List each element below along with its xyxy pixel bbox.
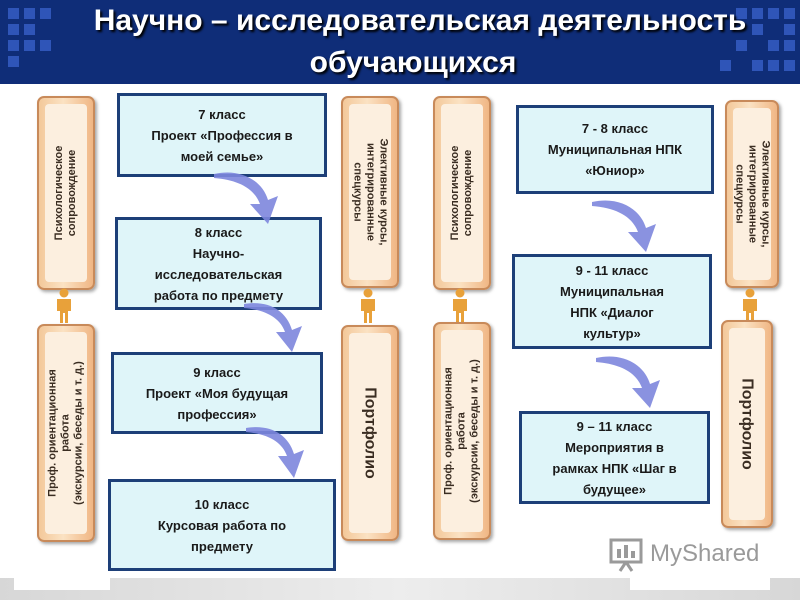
right-portfolio-label: Портфолио bbox=[738, 378, 756, 470]
left-electives-label: Элективные курсы, интегрированные спецку… bbox=[351, 138, 390, 246]
curved-arrow-icon bbox=[246, 427, 304, 478]
watermark-text: MyShared bbox=[650, 540, 760, 567]
left-electives-bar: Элективные курсы, интегрированные спецку… bbox=[341, 96, 399, 288]
right-grade7-8-box: 7 - 8 класс Муниципальная НПК «Юниор» bbox=[516, 105, 714, 194]
header-banner bbox=[0, 0, 800, 84]
right-electives-bar: Элективные курсы, интегрированные спецку… bbox=[725, 100, 779, 288]
myshared-logo: MyShared bbox=[606, 537, 766, 573]
left-grade10-box: 10 класс Курсовая работа по предмету bbox=[108, 479, 336, 571]
person-icon bbox=[57, 288, 71, 323]
left-career-work-label: Проф. ориентационная работа (экскурсии, … bbox=[46, 361, 85, 505]
right-portfolio-bar: Портфолио bbox=[721, 320, 773, 528]
left-grade8-box: 8 класс Научно- исследовательская работа… bbox=[115, 217, 322, 310]
title-line-1: Научно – исследовательская деятельность bbox=[93, 4, 747, 37]
footer-strip bbox=[0, 578, 800, 600]
left-portfolio-label: Портфолио bbox=[361, 387, 379, 479]
left-portfolio-bar: Портфолио bbox=[341, 325, 399, 541]
right-career-work-bar: Проф. ориентационная работа (экскурсии, … bbox=[433, 322, 491, 540]
left-career-work-bar: Проф. ориентационная работа (экскурсии, … bbox=[37, 324, 95, 542]
right-grade9-11-dialog-box: 9 - 11 класс Муниципальная НПК «Диалог к… bbox=[512, 254, 712, 349]
person-icon bbox=[743, 288, 757, 323]
curved-arrow-icon bbox=[596, 356, 660, 408]
left-grade9-box: 9 класс Проект «Моя будущая профессия» bbox=[111, 352, 323, 434]
right-grade9-11-step-box: 9 – 11 класс Мероприятия в рамках НПК «Ш… bbox=[519, 411, 710, 504]
person-icon bbox=[361, 288, 375, 323]
footer-divider bbox=[630, 578, 770, 590]
left-grade7-box: 7 класс Проект «Профессия в моей семье» bbox=[117, 93, 327, 177]
person-icon bbox=[453, 288, 467, 323]
curved-arrow-icon bbox=[592, 200, 656, 252]
curved-arrow-icon bbox=[244, 303, 302, 352]
page-title: Научно – исследовательская деятельность … bbox=[0, 0, 800, 84]
presentation-board-icon bbox=[609, 538, 643, 572]
right-psych-support-bar: Психологическое сопровождение bbox=[433, 96, 491, 290]
left-psych-support-bar: Психологическое сопровождение bbox=[37, 96, 95, 290]
left-psych-support-label: Психологическое сопровождение bbox=[53, 145, 78, 241]
curved-arrow-icon bbox=[214, 172, 278, 224]
right-career-work-label: Проф. ориентационная работа (экскурсии, … bbox=[442, 359, 481, 503]
right-psych-support-label: Психологическое сопровождение bbox=[449, 145, 474, 241]
right-electives-label: Элективные курсы, интегрированные спецку… bbox=[733, 140, 772, 248]
footer-divider bbox=[14, 578, 110, 590]
title-line-2: обучающихся bbox=[309, 46, 517, 79]
